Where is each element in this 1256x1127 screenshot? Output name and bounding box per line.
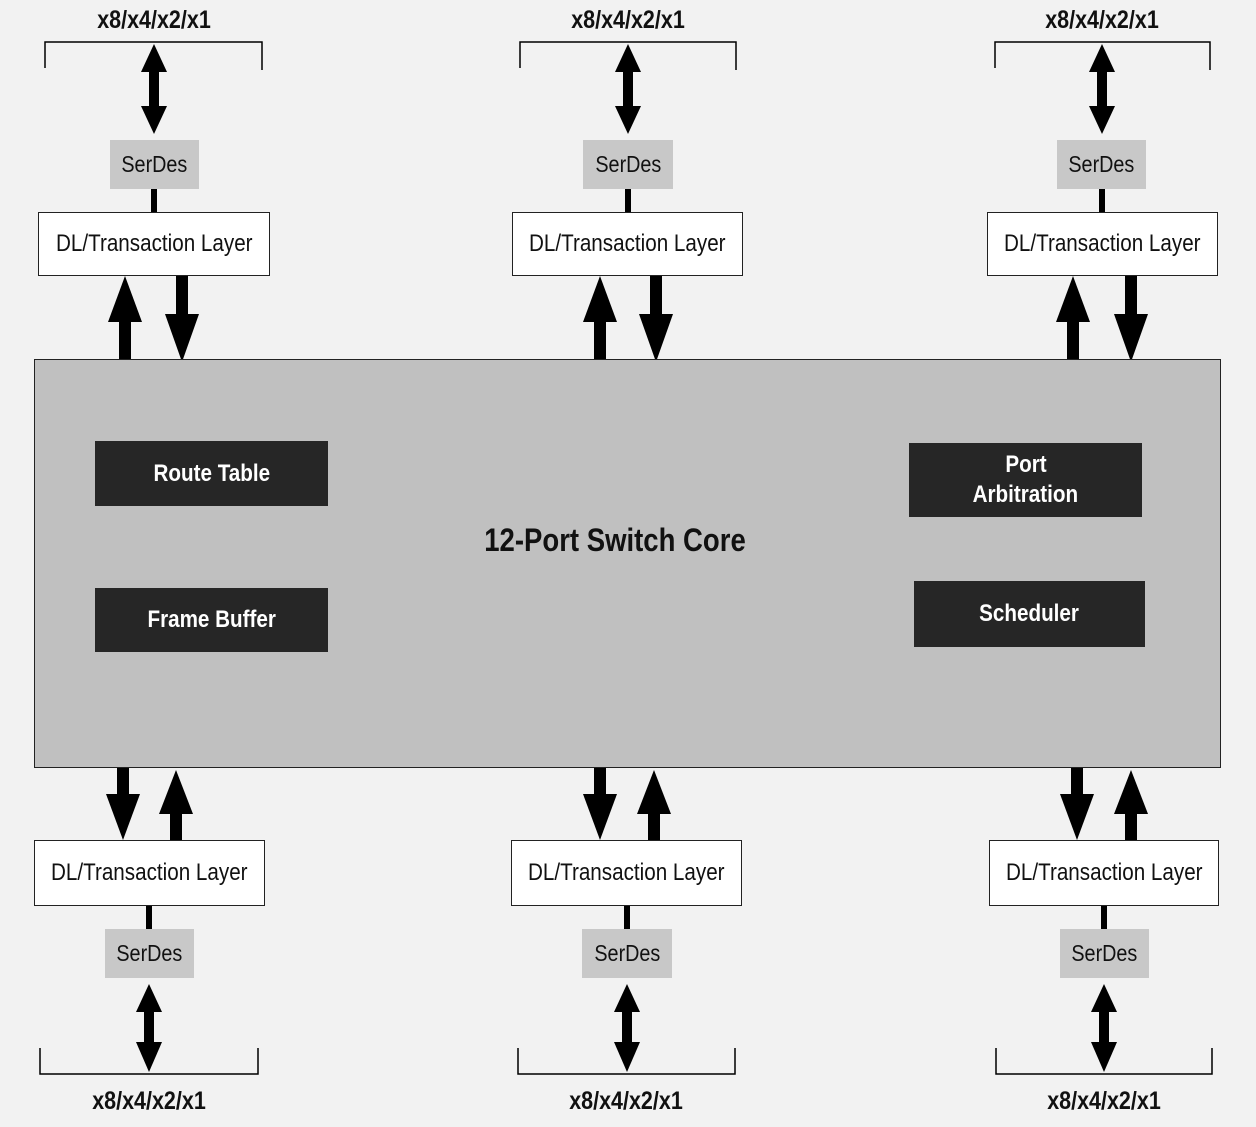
- lane-bracket-bottom-left: [39, 1048, 259, 1075]
- arrow-up-bottom-left: [159, 770, 193, 840]
- scheduler-block: Scheduler: [914, 581, 1145, 647]
- arrow-down-bottom-left: [106, 764, 140, 840]
- lane-width-label-bottom-left: x8/x4/x2/x1: [92, 1087, 206, 1115]
- dl-transaction-layer-bottom-right: DL/Transaction Layer: [989, 840, 1219, 906]
- double-arrow-top-left: [141, 44, 167, 134]
- lane-width-label-top-right: x8/x4/x2/x1: [1045, 6, 1159, 34]
- arrow-down-bottom-center: [583, 764, 617, 840]
- frame-buffer-label: Frame Buffer: [147, 606, 276, 633]
- arrow-up-top-left: [108, 276, 142, 366]
- arrow-up-bottom-right: [1114, 770, 1148, 840]
- dl-transaction-layer-label: DL/Transaction Layer: [51, 859, 248, 886]
- route-table-block: Route Table: [95, 441, 328, 506]
- dl-transaction-layer-label: DL/Transaction Layer: [1005, 859, 1203, 886]
- serdes-label: SerDes: [595, 151, 661, 177]
- link-bottom-right: [1101, 905, 1107, 929]
- serdes-bottom-left: SerDes: [105, 929, 194, 978]
- scheduler-label: Scheduler: [979, 600, 1080, 627]
- dl-transaction-layer-bottom-center: DL/Transaction Layer: [511, 840, 742, 906]
- link-top-left: [151, 189, 157, 213]
- link-bottom-left: [146, 905, 152, 929]
- serdes-label: SerDes: [1068, 151, 1135, 177]
- double-arrow-bottom-center: [614, 984, 640, 1072]
- serdes-bottom-center: SerDes: [582, 929, 672, 978]
- switch-core-title: 12-Port Switch Core: [484, 522, 746, 558]
- arrow-down-top-center: [639, 276, 673, 362]
- dl-transaction-layer-top-right: DL/Transaction Layer: [987, 212, 1218, 276]
- lane-bracket-top-right: [994, 41, 1211, 70]
- arrow-down-bottom-right: [1060, 764, 1094, 840]
- lane-width-label-top-center: x8/x4/x2/x1: [571, 6, 685, 34]
- dl-transaction-layer-bottom-left: DL/Transaction Layer: [34, 840, 265, 906]
- serdes-top-left: SerDes: [110, 140, 199, 189]
- switch-core: [34, 359, 1221, 768]
- frame-buffer-block: Frame Buffer: [95, 588, 328, 652]
- arrow-down-top-left: [165, 276, 199, 362]
- dl-transaction-layer-top-center: DL/Transaction Layer: [512, 212, 743, 276]
- arrow-up-top-right: [1056, 276, 1090, 366]
- link-top-right: [1099, 189, 1105, 213]
- dl-transaction-layer-label: DL/Transaction Layer: [529, 230, 726, 257]
- serdes-label: SerDes: [121, 151, 188, 177]
- dl-transaction-layer-label: DL/Transaction Layer: [1004, 230, 1201, 257]
- double-arrow-top-right: [1089, 44, 1115, 134]
- lane-width-label-bottom-right: x8/x4/x2/x1: [1047, 1087, 1161, 1115]
- lane-bracket-top-left: [44, 41, 263, 70]
- dl-transaction-layer-label: DL/Transaction Layer: [528, 859, 725, 886]
- lane-width-label-top-left: x8/x4/x2/x1: [97, 6, 211, 34]
- dl-transaction-layer-label: DL/Transaction Layer: [55, 230, 253, 257]
- port-arbitration-label-line2: Arbitration: [972, 481, 1079, 508]
- serdes-label: SerDes: [1071, 940, 1138, 966]
- serdes-label: SerDes: [594, 940, 660, 966]
- serdes-top-right: SerDes: [1057, 140, 1146, 189]
- serdes-top-center: SerDes: [583, 140, 673, 189]
- serdes-label: SerDes: [116, 940, 183, 966]
- lane-bracket-top-center: [519, 41, 737, 70]
- port-arbitration-label-line1: Port: [1004, 451, 1047, 478]
- double-arrow-bottom-left: [136, 984, 162, 1072]
- port-arbitration-block: Port Arbitration: [909, 443, 1142, 517]
- serdes-bottom-right: SerDes: [1060, 929, 1149, 978]
- arrow-up-bottom-center: [637, 770, 671, 840]
- lane-width-label-bottom-center: x8/x4/x2/x1: [569, 1087, 683, 1115]
- double-arrow-bottom-right: [1091, 984, 1117, 1072]
- lane-bracket-bottom-center: [517, 1048, 736, 1075]
- dl-transaction-layer-top-left: DL/Transaction Layer: [38, 212, 270, 276]
- double-arrow-top-center: [615, 44, 641, 134]
- link-top-center: [625, 189, 631, 213]
- link-bottom-center: [624, 905, 630, 929]
- arrow-down-top-right: [1114, 276, 1148, 362]
- lane-bracket-bottom-right: [995, 1048, 1213, 1075]
- arrow-up-top-center: [583, 276, 617, 366]
- route-table-label: Route Table: [153, 459, 270, 487]
